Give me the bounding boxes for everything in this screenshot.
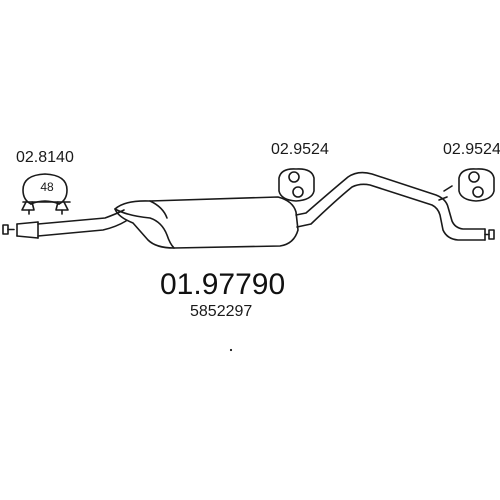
hanger-icon: [458, 168, 495, 202]
rear-hanger-part-label: 02.9524: [443, 141, 500, 158]
middle-hanger-part-label: 02.9524: [271, 141, 329, 158]
clamp-size-label: 48: [40, 180, 54, 194]
clamp-icon: [21, 173, 71, 215]
front-flange-icon: [2, 224, 15, 235]
silencer-oe-number: 5852297: [190, 303, 253, 320]
inlet-pipe: [16, 209, 127, 239]
hanger-icon: [278, 168, 315, 202]
stray-dot: [229, 348, 233, 352]
exhaust-silencer-icon: [114, 196, 299, 249]
tail-pipe: [295, 171, 486, 241]
clamp-part-label: 02.8140: [16, 149, 74, 166]
silencer-part-number: 01.97790: [160, 268, 286, 301]
pipe-flange-icon: [484, 229, 495, 240]
